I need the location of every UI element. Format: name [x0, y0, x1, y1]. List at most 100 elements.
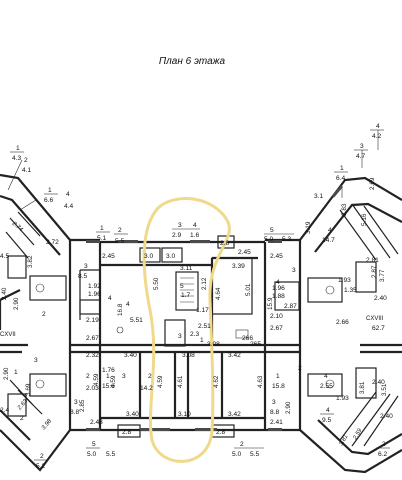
svg-text:9.5: 9.5: [322, 417, 331, 424]
svg-text:1.7: 1.7: [181, 292, 190, 299]
svg-text:4.3: 4.3: [12, 155, 21, 162]
svg-text:4.64: 4.64: [215, 287, 222, 300]
svg-text:2.85: 2.85: [79, 399, 86, 412]
box-28-br: 2.8: [216, 429, 225, 436]
svg-text:2.12: 2.12: [201, 277, 208, 290]
svg-text:5.50: 5.50: [153, 277, 160, 290]
right-inner-block: [265, 238, 343, 432]
svg-text:2.40: 2.40: [372, 379, 385, 386]
svg-text:2.55: 2.55: [320, 383, 333, 390]
svg-text:15.8: 15.8: [272, 383, 285, 390]
svg-text:2.9: 2.9: [172, 232, 181, 239]
svg-text:2: 2: [298, 365, 302, 372]
svg-text:5.0: 5.0: [264, 236, 273, 243]
svg-text:1: 1: [16, 145, 20, 152]
svg-text:1: 1: [340, 165, 344, 172]
svg-text:2.32: 2.32: [86, 352, 99, 359]
svg-text:2.51: 2.51: [198, 323, 211, 330]
svg-text:2.90: 2.90: [13, 297, 20, 310]
svg-text:3.0: 3.0: [144, 253, 153, 260]
svg-text:2.19: 2.19: [86, 317, 99, 324]
svg-text:1: 1: [48, 187, 52, 194]
svg-text:2.66: 2.66: [336, 319, 349, 326]
svg-text:5.5: 5.5: [250, 451, 259, 458]
svg-text:1.35: 1.35: [344, 287, 357, 294]
svg-text:2.67: 2.67: [86, 335, 99, 342]
svg-text:1.92: 1.92: [88, 283, 101, 290]
svg-text:2.40: 2.40: [380, 413, 393, 420]
svg-text:4.5: 4.5: [0, 253, 9, 260]
svg-text:4.61: 4.61: [177, 375, 184, 388]
svg-text:1: 1: [276, 373, 280, 380]
svg-text:3.42: 3.42: [228, 352, 241, 359]
central-core: [98, 235, 267, 438]
svg-text:2.45: 2.45: [102, 253, 115, 260]
plan-title: План 6 этажа: [159, 56, 226, 67]
svg-text:1: 1: [106, 373, 110, 380]
svg-text:2.41: 2.41: [270, 419, 283, 426]
left-inner-labels: 1 5.1 2 5.5 2.45 4 16.8 3 8.5 1.92 1.96 …: [70, 225, 128, 458]
svg-text:5.0: 5.0: [87, 451, 96, 458]
highlight-outline: [142, 197, 231, 463]
svg-text:4.59: 4.59: [157, 375, 164, 388]
svg-text:2: 2: [118, 227, 122, 234]
svg-text:3.11: 3.11: [180, 265, 193, 272]
svg-text:2.4: 2.4: [0, 407, 9, 414]
svg-text:2.72: 2.72: [46, 239, 59, 246]
center-labels: 3 4 2.9 1.6 2.8 3.0 3.0 3.11 3.39 5 1.7 …: [110, 222, 253, 436]
svg-text:2.43: 2.43: [90, 419, 103, 426]
svg-text:8.8: 8.8: [270, 409, 279, 416]
svg-text:4: 4: [193, 222, 197, 229]
svg-text:62.7: 62.7: [372, 325, 385, 332]
svg-text:8.8: 8.8: [70, 409, 79, 416]
svg-text:3.1: 3.1: [314, 193, 323, 200]
staircase: [175, 271, 199, 311]
svg-text:3: 3: [272, 399, 276, 406]
svg-text:1: 1: [14, 369, 18, 376]
svg-text:4: 4: [326, 407, 330, 414]
svg-text:2.3: 2.3: [190, 331, 199, 338]
svg-text:4.59: 4.59: [93, 373, 100, 386]
svg-text:15.9: 15.9: [267, 297, 274, 310]
svg-text:4: 4: [376, 123, 380, 130]
svg-text:4: 4: [276, 279, 280, 286]
svg-text:4: 4: [126, 301, 130, 308]
svg-text:4.4: 4.4: [64, 203, 73, 210]
svg-text:CXVII: CXVII: [0, 332, 16, 338]
svg-text:5.51: 5.51: [130, 317, 143, 324]
svg-text:3.51: 3.51: [381, 383, 388, 396]
svg-text:266: 266: [242, 335, 253, 342]
svg-text:2.45: 2.45: [270, 253, 283, 260]
svg-text:2: 2: [40, 453, 44, 460]
svg-text:5.2: 5.2: [36, 463, 45, 470]
svg-text:3: 3: [84, 263, 88, 270]
svg-text:3.40: 3.40: [124, 352, 137, 359]
svg-text:3: 3: [74, 399, 78, 406]
svg-text:2.45: 2.45: [238, 249, 251, 256]
svg-text:4.62: 4.62: [213, 375, 220, 388]
svg-text:1.17: 1.17: [196, 307, 209, 314]
svg-text:5.01: 5.01: [245, 283, 252, 296]
svg-text:2.90: 2.90: [285, 401, 292, 414]
svg-text:1: 1: [200, 337, 204, 344]
svg-text:1.93: 1.93: [338, 277, 351, 284]
svg-text:16.8: 16.8: [117, 303, 124, 316]
right-inner-labels: 5 5.0 5.3 2.45 4 15.9 3 1.96 1.88 2.87 2…: [232, 227, 302, 458]
svg-text:4: 4: [108, 295, 112, 302]
svg-text:14.2: 14.2: [140, 385, 153, 392]
svg-text:1.96: 1.96: [88, 291, 101, 298]
svg-text:2.67: 2.67: [270, 325, 283, 332]
svg-text:3: 3: [292, 267, 296, 274]
svg-text:1.96: 1.96: [272, 285, 285, 292]
svg-text:2.87: 2.87: [284, 303, 297, 310]
svg-text:2.03: 2.03: [86, 385, 99, 392]
svg-text:6.6: 6.6: [44, 197, 53, 204]
svg-text:2: 2: [382, 441, 386, 448]
svg-text:1: 1: [100, 225, 104, 232]
svg-text:3.77: 3.77: [379, 269, 386, 282]
far-right-wing: [299, 130, 402, 474]
svg-text:4: 4: [324, 373, 328, 380]
svg-text:2: 2: [240, 441, 244, 448]
svg-text:3.82: 3.82: [27, 255, 34, 268]
